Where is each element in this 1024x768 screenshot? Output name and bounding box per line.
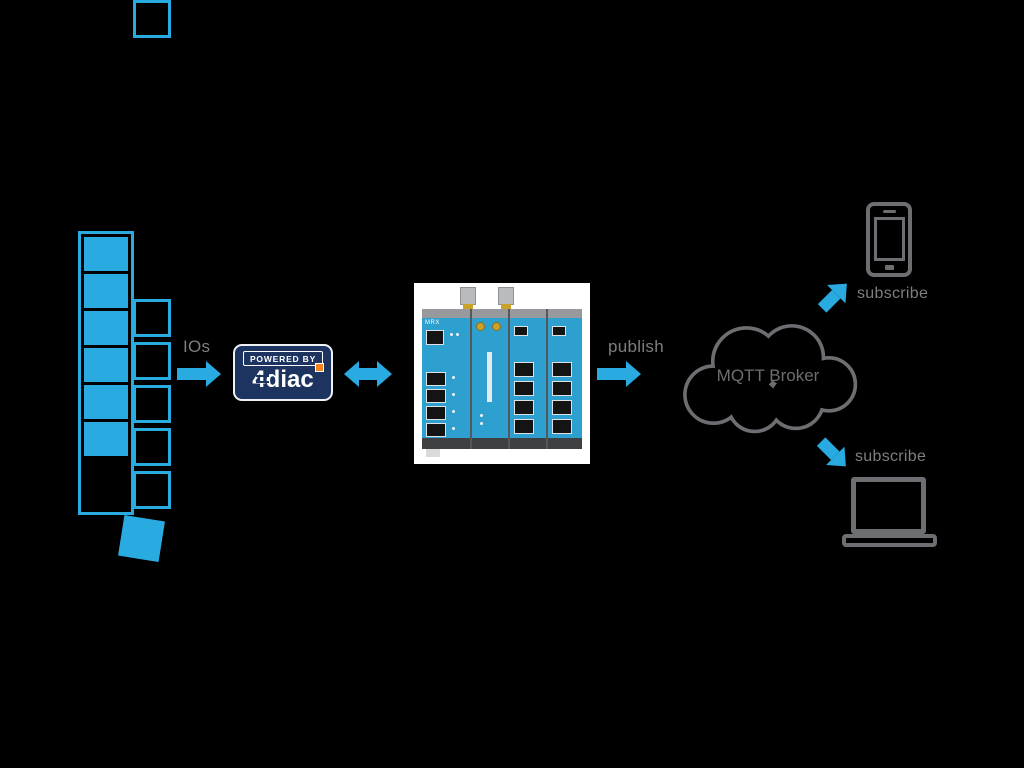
antenna-connector-icon [498, 287, 514, 309]
logo-stripe [256, 381, 269, 383]
module-top-cap [472, 309, 508, 318]
sma-connector-icon [492, 322, 501, 331]
module-top-cap [548, 309, 582, 318]
arrow-head [626, 361, 641, 387]
module-bottom-cap [422, 438, 470, 449]
router-module-switch [548, 309, 582, 449]
arrow-shaft [597, 368, 626, 380]
ios-label: IOs [183, 337, 211, 356]
ethernet-port [426, 406, 446, 420]
module-top-cap [422, 309, 470, 318]
status-led [456, 333, 459, 336]
io-cell [84, 348, 128, 382]
status-led [452, 427, 455, 430]
router-module-main: MRX [422, 309, 470, 449]
arrow-shaft [359, 368, 377, 380]
router-chassis: MRX [422, 309, 582, 449]
subscribe-label-bottom: subscribe [855, 448, 927, 465]
module-bottom-cap [472, 438, 508, 449]
router-module-radio [472, 309, 508, 449]
arrow-shaft [177, 368, 206, 380]
powered-by-4diac-logo: POWERED BY 4diac [233, 344, 333, 401]
antenna-nut [463, 304, 473, 309]
arrow-right-icon [177, 361, 221, 387]
ethernet-port [426, 330, 444, 345]
publish-label: publish [608, 337, 664, 356]
module-top-cap [510, 309, 546, 318]
antenna-nut [501, 304, 511, 309]
arrow-head [206, 361, 221, 387]
status-led [452, 393, 455, 396]
io-cell [84, 274, 128, 308]
mqtt-broker-label: MQTT Broker [716, 366, 820, 385]
phone-speaker [883, 210, 896, 213]
ethernet-port [514, 419, 534, 434]
ethernet-port [426, 423, 446, 437]
ethernet-port [514, 400, 534, 415]
router-module-switch [510, 309, 546, 449]
io-cell [84, 385, 128, 419]
ethernet-port [514, 381, 534, 396]
status-led [480, 422, 483, 425]
device-model-label: MRX [425, 320, 440, 326]
io-terminal-strip [78, 231, 134, 515]
module-faceplate: MRX [422, 318, 470, 438]
ethernet-port [426, 389, 446, 403]
powered-by-label: POWERED BY [243, 351, 323, 366]
io-connector-slot [133, 471, 171, 509]
status-led [450, 333, 453, 336]
io-connector-slot [133, 0, 171, 38]
arrow-head [377, 361, 392, 387]
ethernet-port [552, 381, 572, 396]
antenna-connector-icon [460, 287, 476, 309]
laptop-base [842, 534, 937, 547]
status-led [452, 376, 455, 379]
fordiac-wordmark: 4diac [235, 363, 331, 393]
ethernet-port [514, 326, 528, 336]
ethernet-port [552, 400, 572, 415]
ethernet-port [552, 419, 572, 434]
status-led [452, 410, 455, 413]
arrow-head [344, 361, 359, 387]
module-bottom-cap [510, 438, 546, 449]
sma-connector-icon [476, 322, 485, 331]
device-connector [426, 449, 440, 457]
module-faceplate [472, 318, 508, 438]
smartphone-icon [866, 202, 912, 277]
subscribe-label-top: subscribe [857, 285, 929, 302]
io-connector-slot [133, 428, 171, 466]
status-led [480, 414, 483, 417]
router-image: MRX [414, 283, 590, 464]
ethernet-port [552, 326, 566, 336]
ethernet-port [552, 362, 572, 377]
module-faceplate [510, 318, 546, 438]
io-cell [84, 422, 128, 456]
arrow-bidirectional-icon [344, 361, 392, 387]
io-connector-slot [133, 385, 171, 423]
phone-home-button [885, 265, 894, 270]
io-connector-slot [133, 342, 171, 380]
sim-slot [487, 352, 492, 402]
io-cell [84, 311, 128, 345]
arrow-right-icon [597, 361, 641, 387]
phone-screen [874, 217, 905, 261]
io-cell [84, 237, 128, 271]
ethernet-port [426, 372, 446, 386]
cloud-icon [683, 324, 858, 434]
module-faceplate [548, 318, 582, 438]
io-connector-slot [133, 299, 171, 337]
fordiac-diac: diac [265, 366, 314, 393]
logo-function-block-icon [315, 363, 324, 372]
io-loose-block [118, 515, 165, 562]
logo-stripe [256, 375, 269, 377]
laptop-icon [851, 477, 926, 534]
module-bottom-cap [548, 438, 582, 449]
fordiac-4: 4 [252, 366, 266, 393]
ethernet-port [514, 362, 534, 377]
mqtt-broker-cloud [662, 306, 868, 440]
